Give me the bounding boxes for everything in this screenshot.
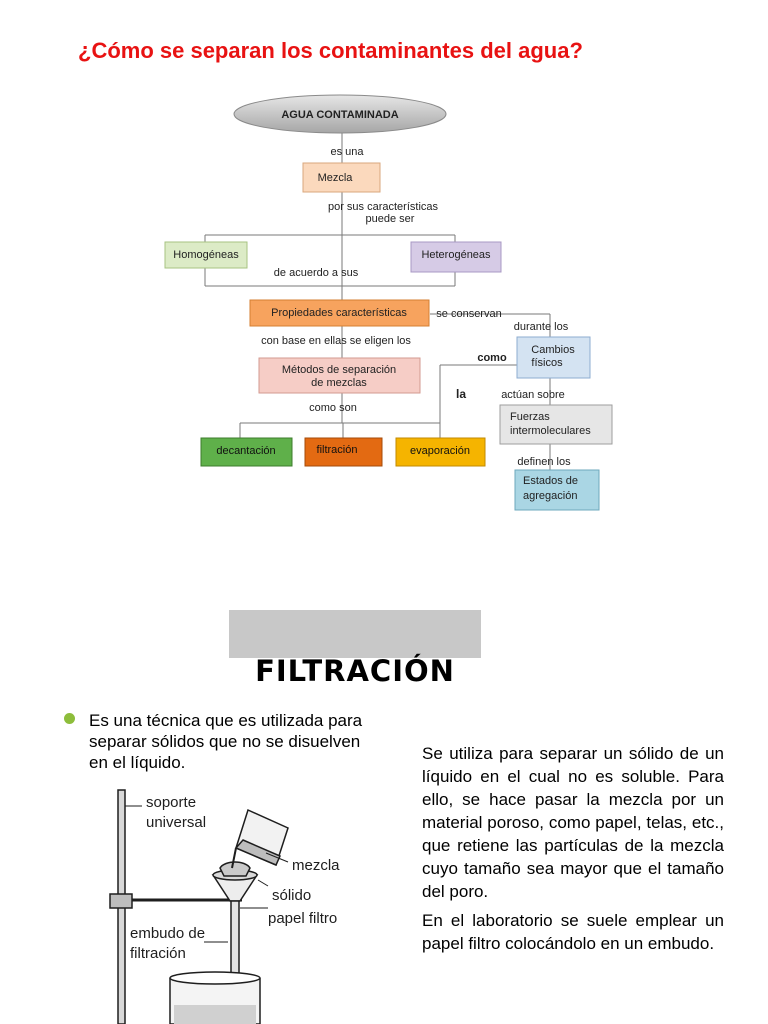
link-se-conservan: se conservan	[436, 308, 501, 320]
label-filtracion: filtración	[130, 945, 186, 962]
node-decantacion	[200, 437, 293, 467]
link-puede-ser: puede ser	[366, 213, 415, 225]
node-evaporacion	[395, 437, 486, 467]
link-caracteristicas: por sus características	[328, 201, 439, 213]
node-estados	[514, 469, 600, 511]
label-soporte: soporte	[146, 794, 196, 811]
funnel	[211, 861, 259, 1002]
label-leaders	[125, 805, 289, 943]
pouring-beaker	[231, 808, 289, 869]
support-stand	[109, 789, 242, 1024]
paragraph-1: Se utiliza para separar un sólido de un …	[422, 744, 724, 901]
label-papel-filtro: papel filtro	[268, 910, 337, 927]
receiving-beaker	[169, 971, 261, 1024]
node-homogeneas	[164, 241, 248, 269]
link-actuan: actúan sobre	[501, 389, 565, 401]
paragraph-2: En el laboratorio se suele emplear un pa…	[422, 911, 724, 953]
node-propiedades	[249, 299, 430, 327]
node-homogeneas-label: Homogéneas	[173, 249, 239, 261]
node-filtracion	[304, 437, 383, 467]
label-embudo-de: embudo de	[130, 925, 205, 942]
label-mezcla: mezcla	[292, 857, 340, 874]
root-node-label: AGUA CONTAMINADA	[281, 109, 398, 121]
node-cambios-label-2: físicos	[531, 357, 563, 369]
connector-lines	[204, 133, 551, 470]
label-universal: universal	[146, 814, 206, 831]
node-cambios-label-1: Cambios	[531, 344, 575, 356]
link-como: como	[477, 352, 507, 364]
node-fuerzas	[499, 404, 613, 445]
bullet-dot-icon	[64, 713, 75, 724]
node-metodos	[258, 357, 421, 394]
node-heterogeneas-label: Heterogéneas	[421, 249, 491, 261]
page-title: ¿Cómo se separan los contaminantes del a…	[78, 38, 583, 63]
node-mezcla-label: Mezcla	[318, 172, 354, 184]
bullet-text: Es una técnica que es utilizada para sep…	[89, 711, 363, 772]
node-estados-label-1: Estados de	[523, 475, 578, 487]
node-fuerzas-label-1: Fuerzas	[510, 411, 550, 423]
root-node	[233, 94, 447, 134]
node-filtracion-label: filtración	[317, 444, 358, 456]
node-mezcla	[302, 162, 381, 193]
node-cambios	[516, 336, 591, 379]
node-metodos-label-2: de mezclas	[311, 377, 367, 389]
link-la: la	[456, 387, 466, 401]
section-title: FILTRACIÓN	[255, 654, 455, 688]
node-decantacion-label: decantación	[216, 445, 275, 457]
node-estados-label-2: agregación	[523, 490, 577, 502]
link-definen: definen los	[517, 456, 571, 468]
description-column: Se utiliza para separar un sólido de un …	[422, 742, 724, 961]
node-metodos-label-1: Métodos de separación	[282, 364, 396, 376]
link-con-base: con base en ellas se eligen los	[261, 335, 411, 347]
node-heterogeneas	[410, 241, 502, 273]
concept-map: AGUA CONTAMINADA es una Mezcla por sus c…	[164, 94, 613, 511]
filtration-illustration: soporte universal mezcla sólido papel fi…	[109, 789, 340, 1024]
node-evaporacion-label: evaporación	[410, 445, 470, 457]
label-solido: sólido	[272, 887, 311, 904]
link-como-son: como son	[309, 402, 357, 414]
link-de-acuerdo: de acuerdo a sus	[274, 267, 359, 279]
link-durante-los: durante los	[514, 321, 569, 333]
link-es-una: es una	[330, 146, 364, 158]
section-header-band	[229, 610, 481, 658]
node-propiedades-label: Propiedades características	[271, 307, 407, 319]
bullet-item: Es una técnica que es utilizada para sep…	[64, 710, 364, 773]
node-fuerzas-label-2: intermoleculares	[510, 425, 591, 437]
